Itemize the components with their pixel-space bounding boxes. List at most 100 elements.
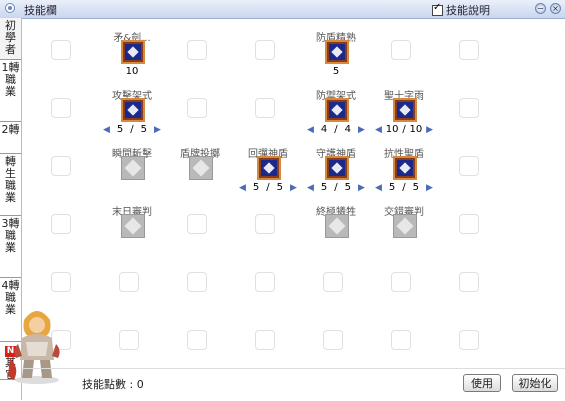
tab-2[interactable]: 2轉: [0, 122, 21, 154]
slot-frame: [255, 98, 275, 118]
skill-icon[interactable]: [121, 40, 145, 64]
tab-1[interactable]: 1轉職業: [0, 60, 21, 122]
level-decrease-icon[interactable]: ◀: [375, 182, 382, 193]
skill-cell[interactable]: 矛&劍...10: [97, 20, 167, 80]
skill-level-stepper: ◀10/10▶: [375, 123, 433, 136]
skill-cell[interactable]: 交錯審判: [369, 194, 439, 254]
window-menu-icon[interactable]: [5, 3, 15, 13]
skill-icon[interactable]: [257, 156, 281, 180]
skill-cell[interactable]: 守護神盾◀5/5▶: [301, 136, 371, 196]
skill-cell[interactable]: 聖十字雨◀10/10▶: [369, 78, 439, 138]
skill-locked-icon[interactable]: [121, 156, 145, 180]
skill-locked-icon[interactable]: [189, 156, 213, 180]
window-title: 技能欄: [24, 4, 57, 17]
skill-cell[interactable]: 攻擊架式◀5/5▶: [97, 78, 167, 138]
level-increase-icon[interactable]: ▶: [426, 124, 433, 135]
empty-skill-slot: [29, 78, 99, 138]
level-separator: /: [334, 182, 338, 193]
level-decrease-icon[interactable]: ◀: [103, 124, 110, 135]
slot-frame: [255, 40, 275, 60]
level-increase-icon[interactable]: ▶: [426, 182, 433, 193]
skill-name: 防禦架式: [316, 91, 356, 102]
skill-cell[interactable]: 抗性聖盾◀5/5▶: [369, 136, 439, 196]
skill-icon[interactable]: [325, 40, 349, 64]
empty-skill-slot: [233, 20, 303, 80]
level-increase-icon[interactable]: ▶: [290, 182, 297, 193]
level-decrease-icon[interactable]: ◀: [307, 124, 314, 135]
slot-frame: [459, 40, 479, 60]
slot-frame: [255, 214, 275, 234]
empty-skill-slot: [165, 194, 235, 254]
slot-frame: [391, 272, 411, 292]
empty-skill-slot: [233, 310, 303, 370]
skill-icon[interactable]: [325, 98, 349, 122]
slot-frame: [51, 272, 71, 292]
reset-button[interactable]: 初始化: [512, 374, 558, 392]
skill-level-stepper: ◀4/4▶: [307, 123, 365, 136]
tab-0[interactable]: 初學者: [0, 18, 21, 60]
empty-skill-slot: [165, 20, 235, 80]
slot-frame: [323, 330, 343, 350]
tab-4[interactable]: 3轉職業: [0, 216, 21, 278]
skill-level-current: 10: [385, 124, 399, 135]
skill-cell[interactable]: 防禦架式◀4/4▶: [301, 78, 371, 138]
skill-level-stepper: ◀5/5▶: [103, 123, 161, 136]
skill-cell[interactable]: 終極犧牲: [301, 194, 371, 254]
slot-frame: [255, 272, 275, 292]
skill-cell[interactable]: 盾牌投擲: [165, 136, 235, 196]
skill-footer: 技能點數 : 0 使用 初始化: [22, 368, 565, 401]
character-avatar: [8, 311, 60, 384]
skill-points: 技能點數 : 0: [82, 378, 144, 391]
level-increase-icon[interactable]: ▶: [154, 124, 161, 135]
tab-3[interactable]: 轉生職業: [0, 154, 21, 216]
skill-level: 5: [332, 66, 340, 77]
empty-skill-slot: [437, 252, 507, 312]
skill-level-current: 5: [388, 182, 396, 193]
skill-cell[interactable]: 末日審判: [97, 194, 167, 254]
slot-frame: [459, 272, 479, 292]
skill-name: 末日審判: [112, 207, 152, 218]
level-decrease-icon[interactable]: ◀: [375, 124, 382, 135]
skill-icon[interactable]: [325, 156, 349, 180]
slot-frame: [187, 272, 207, 292]
level-decrease-icon[interactable]: ◀: [307, 182, 314, 193]
skill-icon[interactable]: [393, 98, 417, 122]
empty-skill-slot: [165, 310, 235, 370]
skill-description-label: 技能說明: [446, 4, 490, 17]
skill-locked-icon[interactable]: [393, 214, 417, 238]
close-icon[interactable]: ×: [550, 3, 561, 14]
skill-name: 瞬間斬擊: [112, 149, 152, 160]
slot-frame: [391, 330, 411, 350]
skill-level-max: 5: [276, 182, 284, 193]
skill-cell[interactable]: 回彈神盾◀5/5▶: [233, 136, 303, 196]
slot-frame: [459, 98, 479, 118]
skill-description-toggle[interactable]: 技能說明: [432, 2, 490, 18]
use-button[interactable]: 使用: [463, 374, 501, 392]
skill-locked-icon[interactable]: [121, 214, 145, 238]
level-separator: /: [402, 124, 406, 135]
skill-level-max: 4: [344, 124, 352, 135]
level-separator: /: [266, 182, 270, 193]
level-increase-icon[interactable]: ▶: [358, 124, 365, 135]
skill-cell[interactable]: 瞬間斬擊: [97, 136, 167, 196]
empty-skill-slot: [369, 310, 439, 370]
checkbox-checked-icon[interactable]: [432, 2, 443, 16]
empty-skill-slot: [29, 252, 99, 312]
level-increase-icon[interactable]: ▶: [358, 182, 365, 193]
tab-label: 轉生職業: [5, 155, 16, 204]
tab-5[interactable]: 4轉職業: [0, 278, 21, 342]
slot-frame: [51, 40, 71, 60]
slot-frame: [459, 156, 479, 176]
empty-skill-slot: [233, 194, 303, 254]
skill-icon[interactable]: [121, 98, 145, 122]
slot-frame: [187, 40, 207, 60]
skill-locked-icon[interactable]: [325, 214, 349, 238]
skill-icon[interactable]: [393, 156, 417, 180]
level-decrease-icon[interactable]: ◀: [239, 182, 246, 193]
skill-level-max: 5: [140, 124, 148, 135]
skill-name: 交錯審判: [384, 207, 424, 218]
skill-level-current: 4: [320, 124, 328, 135]
empty-skill-slot: [437, 194, 507, 254]
minimize-icon[interactable]: −: [535, 3, 546, 14]
